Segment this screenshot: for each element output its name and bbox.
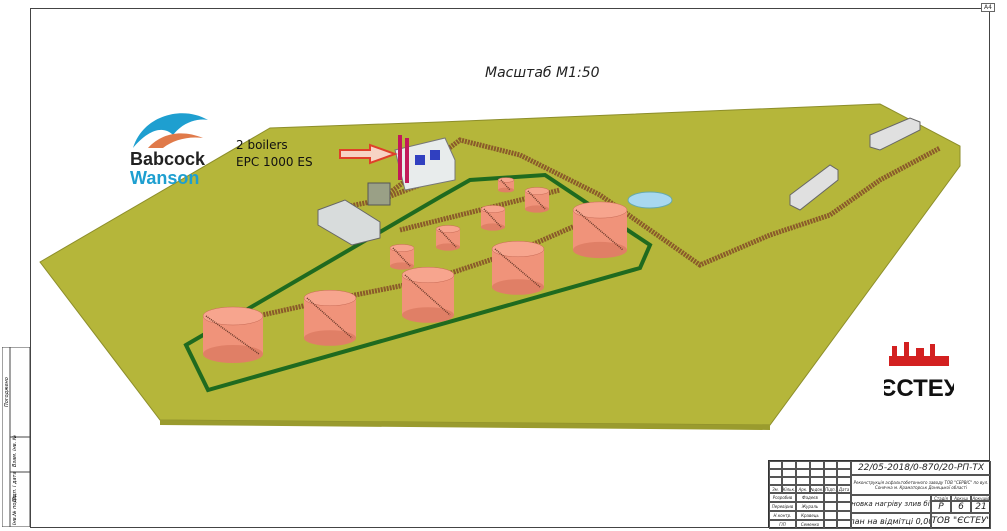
storage-tank [491,240,545,295]
boiler-label: 2 boilers EPC 1000 ES [236,137,313,171]
project-name: Реконструкція асфальтобетонного заводу Т… [851,475,991,495]
title-header: Арк. [796,485,810,493]
sheet-header: Аркуш [951,495,971,501]
title-header: Дата [837,485,851,493]
boiler-model: EPC 1000 ES [236,155,313,169]
strip-agreed: Погоджено [4,377,10,407]
title-header: Кільк. [782,485,796,493]
title-header: Зм. [769,485,782,493]
drawing-name: План на відмітці 0,000 [851,513,931,529]
babcock-logo-text: Babcock [130,149,206,169]
tanks [202,177,628,363]
building-boiler-house [394,135,456,191]
storage-tank [497,177,515,193]
storage-tank [303,289,357,346]
storage-tank [480,205,506,231]
building-warehouse [317,199,381,246]
strip-sign: Підп. і дата [12,471,18,502]
stage-header: Стадія [931,495,951,501]
sheets-header: Аркушів [971,495,991,501]
title-header: Підп. [824,485,837,493]
estey-logo-text: ЄСТЕУ [884,375,954,402]
role-label: Н.контр. [769,511,796,520]
storage-tank [524,187,550,213]
signer-name: Фадеєв [796,493,824,502]
strip-inv: Взам. інв. № [12,435,18,467]
sheets-value: 21 [971,501,991,513]
doc-code: 22/05-2018/0-870/20-РП-ТХ [851,461,991,475]
building-right-1 [789,164,839,211]
storage-tank [401,266,455,323]
storage-tank [389,244,415,270]
title-block: 22/05-2018/0-870/20-РП-ТХ Реконструкція … [768,460,991,529]
signer-name: Жураль [796,502,824,511]
drawing-frame [30,8,990,528]
signer-name: Кравець [796,511,824,520]
role-label: Розробив [769,493,796,502]
pond [627,191,673,209]
babcock-wanson-logo-icon [133,113,208,148]
object-name: Установка нагріву злив бітуму [851,495,931,513]
storage-tank [435,225,461,251]
role-label: ГІП [769,520,796,529]
building-right-2 [869,117,921,151]
sheet-format: А4 [981,3,995,12]
stage-value: Р [931,501,951,513]
left-approval-strip: Погоджено Взам. інв. № Підп. і дата Інв.… [1,346,31,528]
building-small [367,182,391,206]
title-header: №док. [810,485,824,493]
role-label: Перевірив [769,502,796,511]
estey-logo-icon: ЄСТЕУ [884,342,954,402]
strip-inv-orig: Інв.№ подл. [12,494,18,525]
arrow-to-boilers [339,143,398,165]
sheet-value: 6 [951,501,971,513]
scale-label: Масштаб М1:50 [485,65,600,81]
storage-tank [572,201,628,259]
boiler-count: 2 boilers [236,138,288,152]
signer-name: Семенко [796,520,824,529]
ground-edge [160,420,770,430]
company-name: ТОВ "ЄСТЕУ" [931,513,991,529]
wanson-logo-text: Wanson [130,168,200,188]
storage-tank [202,306,264,363]
